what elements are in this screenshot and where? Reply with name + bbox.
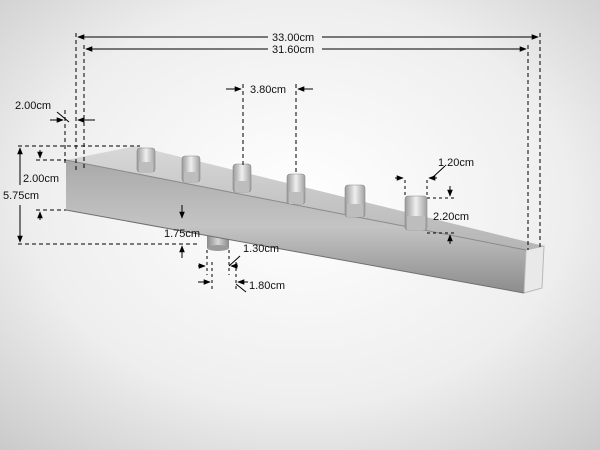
label-end-offset: 2.00cm: [15, 100, 51, 112]
label-inlet-height: 1.75cm: [164, 228, 200, 240]
outlet-valves: [136, 147, 428, 231]
outlet-valve: [344, 184, 366, 218]
label-outlet-height: 2.20cm: [433, 211, 469, 223]
outlet-valve: [404, 195, 428, 231]
label-inlet-width: 1.30cm: [243, 243, 279, 255]
outlet-valve: [286, 173, 306, 205]
label-total-height: 5.75cm: [3, 190, 39, 202]
outlet-valve: [232, 163, 252, 193]
label-outlet-spacing: 3.80cm: [250, 84, 286, 96]
dimension-lines: [17, 33, 541, 293]
dimension-labels: 33.00cm 31.60cm 3.80cm 2.00cm 2.00cm 5.7…: [3, 32, 474, 292]
label-outlet-width: 1.20cm: [438, 157, 474, 169]
bar-end-cap: [523, 245, 545, 294]
outlet-valve: [181, 155, 201, 183]
outlet-valve: [136, 147, 156, 173]
label-inner-length: 31.60cm: [272, 44, 314, 56]
label-overall-length: 33.00cm: [272, 32, 314, 44]
label-inlet-offset: 1.80cm: [249, 280, 285, 292]
label-bar-height: 2.00cm: [23, 173, 59, 185]
